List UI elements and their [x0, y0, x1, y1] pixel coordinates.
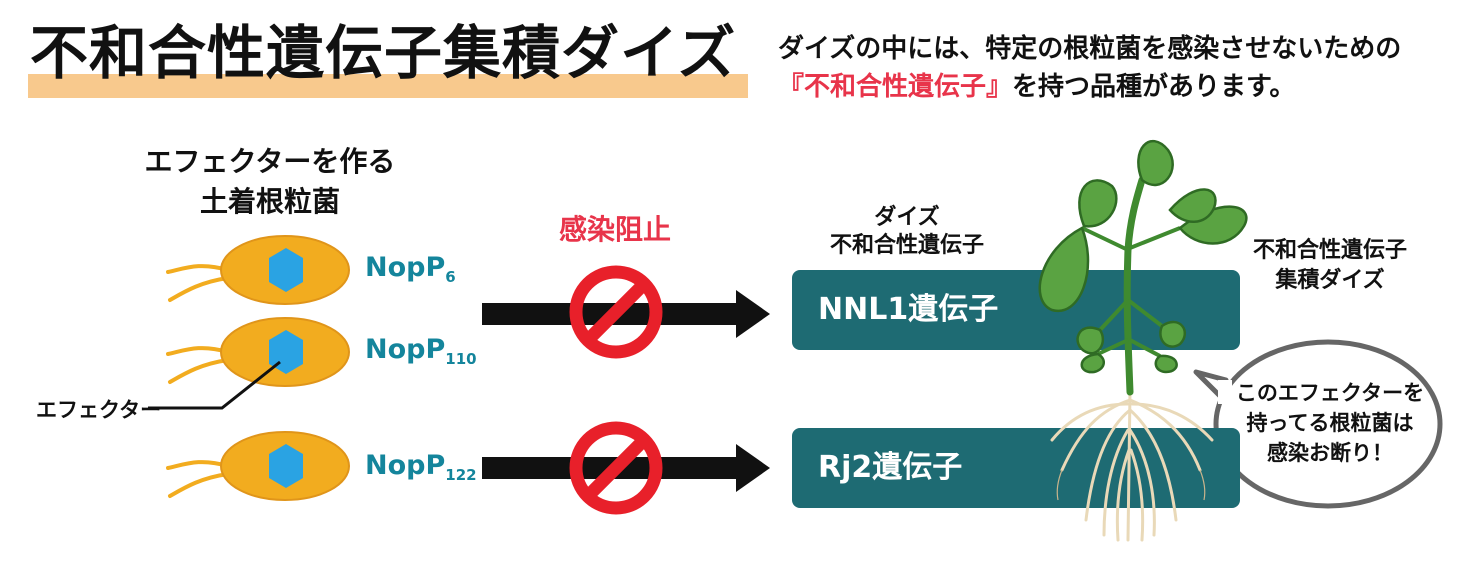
stacked-label-line1: 不和合性遺伝子 — [1252, 238, 1407, 263]
speech-line3: 感染お断り！ — [1267, 441, 1393, 465]
soybean-label-line1: ダイズ — [874, 205, 940, 230]
speech-line1: このエフェクターを — [1235, 381, 1425, 405]
bacterium-3 — [166, 431, 350, 501]
stacked-label-line2: 集積ダイズ — [1275, 268, 1385, 293]
gene-box-rj2: Rj2遺伝子 — [792, 428, 1240, 508]
speech-line2: 持ってる根粒菌は — [1246, 411, 1414, 435]
subtitle-highlight: 『不和合性遺伝子』 — [778, 72, 1013, 102]
gene-box-nnl1: NNL1遺伝子 — [792, 270, 1240, 350]
stacked-soybean-label: 不和合性遺伝子 集積ダイズ — [1230, 236, 1430, 296]
title-highlight — [28, 74, 748, 98]
effector-label-2: NopP110 — [365, 334, 477, 368]
stop-sign-bottom — [569, 421, 663, 515]
bacteria-label-line1: エフェクターを作る — [144, 145, 396, 178]
page-title: 不和合性遺伝子集積ダイズ — [30, 19, 737, 87]
speech-bubble — [1193, 339, 1443, 509]
block-label: 感染阻止 — [558, 213, 671, 246]
bacteria-label-line2: 土着根粒菌 — [199, 185, 340, 218]
effector-label-1: NopP6 — [365, 252, 456, 286]
subtitle: ダイズの中には、特定の根粒菌を感染させないための 『不和合性遺伝子』を持つ品種が… — [778, 30, 1401, 106]
effector-pointer-label: エフェクター — [36, 398, 162, 422]
bacteria-label: エフェクターを作る 土着根粒菌 — [120, 142, 420, 222]
stop-sign-top — [569, 265, 663, 359]
effector-cube-1 — [269, 248, 303, 292]
speech-text: このエフェクターを 持ってる根粒菌は 感染お断り！ — [1214, 378, 1446, 468]
soybean-label-line2: 不和合性遺伝子 — [829, 233, 984, 258]
soybean-label: ダイズ 不和合性遺伝子 — [792, 204, 1022, 260]
subtitle-line2-rest: を持つ品種があります。 — [1012, 72, 1296, 102]
bacterium-1 — [166, 235, 350, 305]
subtitle-line1: ダイズの中には、特定の根粒菌を感染させないための — [778, 34, 1402, 64]
effector-pointer-line — [148, 360, 281, 410]
bacterium-2 — [166, 317, 350, 387]
effector-cube-3 — [269, 444, 303, 488]
subtitle-line2: 『不和合性遺伝子』を持つ品種があります。 — [778, 68, 1401, 106]
effector-label-3: NopP122 — [365, 450, 477, 484]
